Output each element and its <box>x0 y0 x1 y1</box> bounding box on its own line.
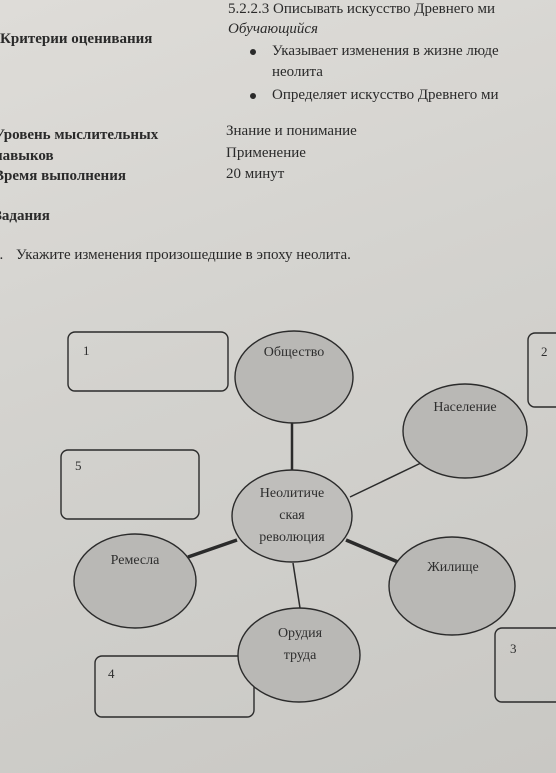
connector-tools <box>292 562 301 609</box>
label-tools-line-2: труда <box>283 648 317 663</box>
box-number-5: 5 <box>75 458 82 473</box>
box-number-4: 4 <box>108 666 115 681</box>
node-housing <box>388 536 516 636</box>
box-number-3: 3 <box>510 641 517 656</box>
criteria-label: Критерии оценивания <box>0 31 153 47</box>
label-center: Неолитиче ская революция <box>237 483 347 549</box>
label-housing: Жилище <box>427 560 479 575</box>
objective-code: 5.2.2.3 Описывать искусство Древнего ми <box>228 1 495 17</box>
label-center-line-3: революция <box>259 530 325 545</box>
connector-population <box>349 461 424 498</box>
connector-crafts <box>187 538 238 559</box>
label-center-line-1: Неолитиче <box>259 486 325 501</box>
task-text: Укажите изменения произошедшие в эпоху н… <box>16 247 351 263</box>
label-tools: Орудия труда <box>245 623 355 667</box>
criteria-item-1-continued: неолита <box>272 64 323 80</box>
node-crafts <box>73 533 197 629</box>
answer-box-2[interactable] <box>527 332 556 408</box>
node-population <box>402 383 528 479</box>
box-number-1: 1 <box>83 343 90 358</box>
answer-box-4[interactable] <box>94 655 255 718</box>
label-center-line-2: ская <box>279 508 305 523</box>
criteria-item-2: Определяет искусство Древнего ми <box>272 87 499 103</box>
answer-box-1[interactable] <box>67 331 229 392</box>
bullet-icon <box>250 93 256 99</box>
criteria-item-1: Указывает изменения в жизне люде <box>272 43 499 59</box>
label-society: Общество <box>263 345 325 360</box>
level-label: Уровень мыслительных <box>0 127 159 143</box>
time-value: 20 минут <box>226 166 285 182</box>
bullet-icon <box>250 49 256 55</box>
node-center <box>231 469 353 563</box>
tasks-heading: Задания <box>0 208 50 224</box>
box-number-2: 2 <box>541 344 548 359</box>
level-label-continued: навыков <box>0 148 54 164</box>
label-tools-line-1: Орудия <box>277 626 323 641</box>
answer-box-3[interactable] <box>494 627 556 703</box>
level-value-2: Применение <box>226 145 306 161</box>
time-label: Время выполнения <box>0 168 126 184</box>
label-population: Население <box>433 400 497 415</box>
node-tools <box>237 607 361 703</box>
learner-label: Обучающийся <box>228 21 319 37</box>
node-society <box>234 330 354 424</box>
task-number: 1. <box>0 246 3 264</box>
label-crafts: Ремесла <box>110 553 160 568</box>
level-value-1: Знание и понимание <box>226 123 357 139</box>
answer-box-5[interactable] <box>60 449 200 520</box>
connector-housing <box>345 538 399 564</box>
